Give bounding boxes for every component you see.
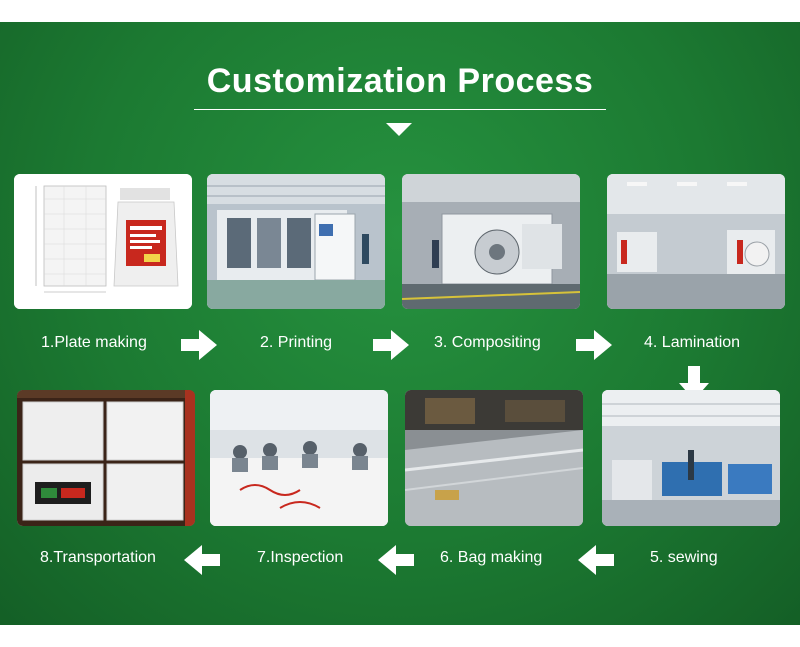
title-underline [194,109,606,110]
down-arrow-icon [386,123,412,136]
right-arrow-icon [576,330,612,360]
step-label-sewing: 5. sewing [650,549,718,566]
compositing-photo [402,174,580,309]
lamination-photo [607,174,785,309]
right-arrow-icon [181,330,217,360]
sewing-photo [602,390,780,526]
step-label-lamination: 4. Lamination [644,334,741,351]
printing-photo [207,174,385,309]
left-arrow-icon [578,545,614,575]
plate-making-photo [14,174,192,309]
step-label-plate-making: 1.Plate making [41,334,147,351]
step-label-printing: 2. Printing [260,334,333,351]
inspection-photo [210,390,388,526]
step-label-bag-making: 6. Bag making [440,549,543,566]
step-label-compositing: 3. Compositing [434,334,541,351]
step-label-transportation: 8.Transportation [40,549,156,566]
left-arrow-icon [184,545,220,575]
transportation-photo [17,390,195,526]
right-arrow-icon [373,330,409,360]
page-title: Customization Process [206,62,594,100]
process-banner: Customization Process [0,22,800,625]
step-label-inspection: 7.Inspection [257,549,344,566]
bag-making-photo [405,390,583,526]
left-arrow-icon [378,545,414,575]
